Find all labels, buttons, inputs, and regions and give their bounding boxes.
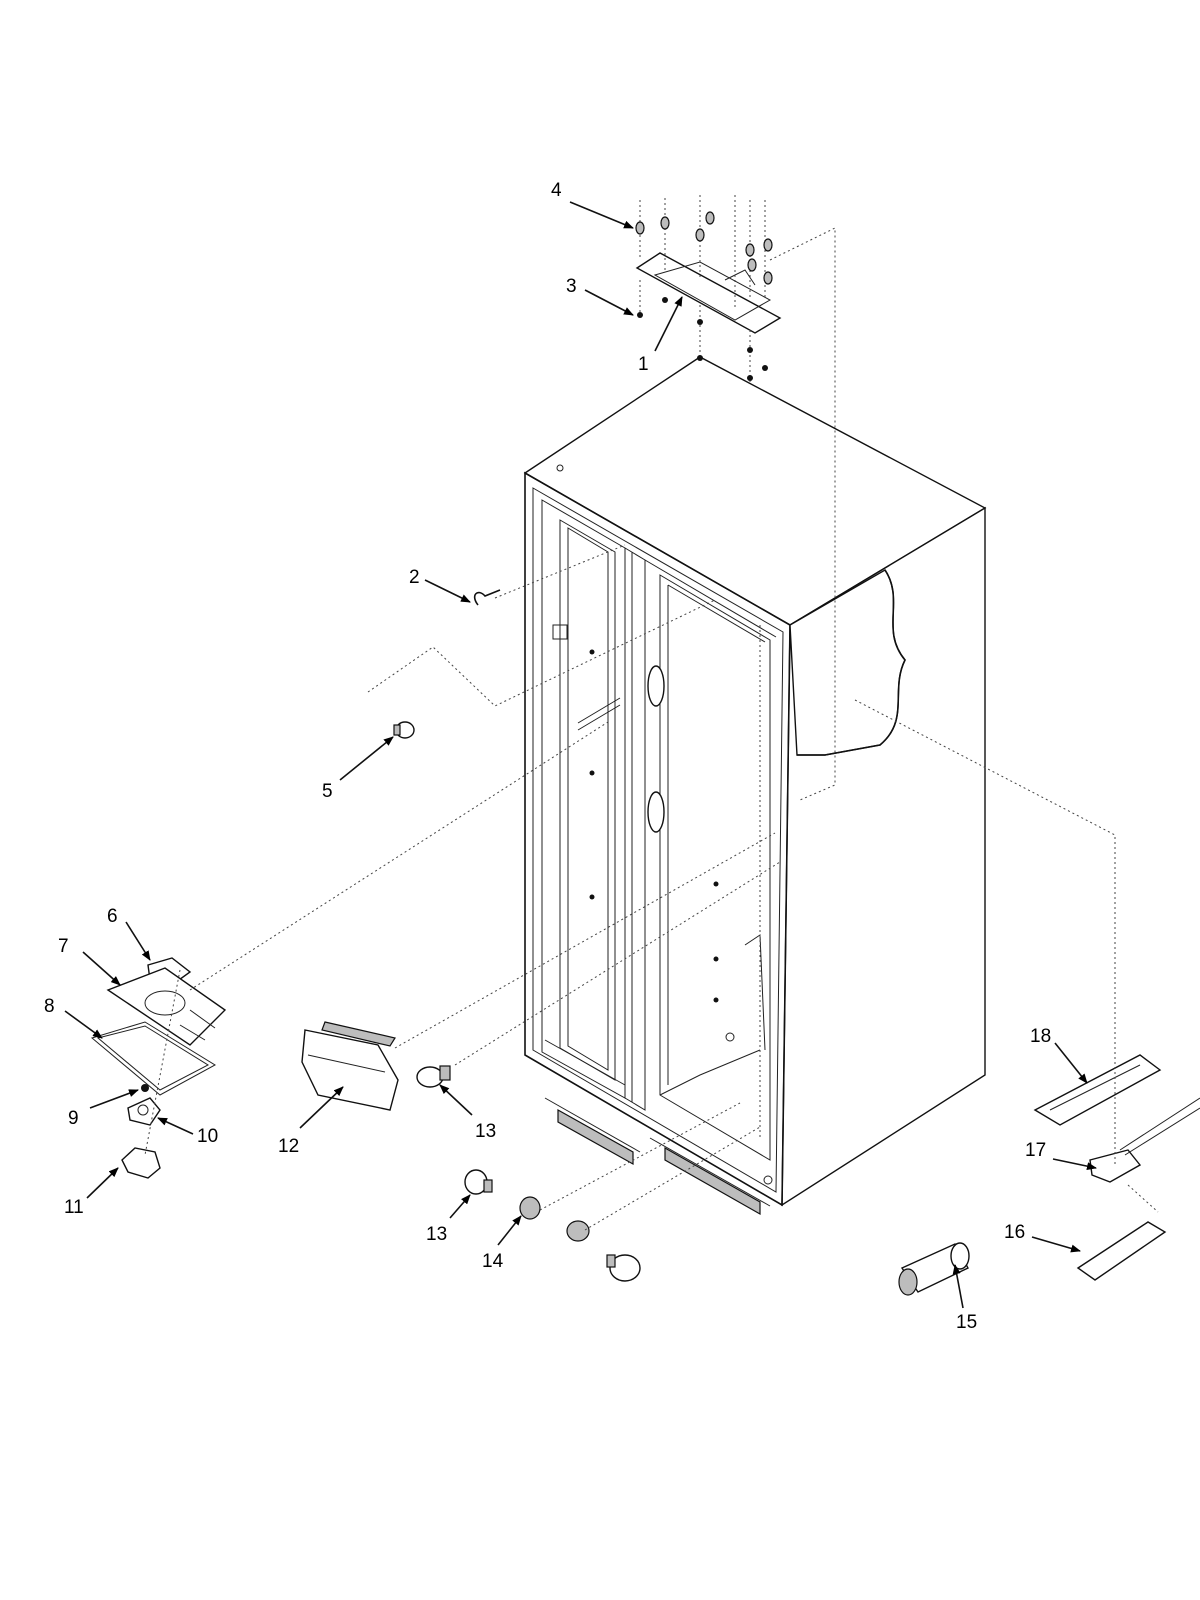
callout-5: 5 <box>322 781 333 802</box>
part-13-bulb-upper <box>416 1065 451 1088</box>
callout-labels: 4 3 1 2 5 6 7 8 9 10 11 12 13 13 14 15 1… <box>44 180 1051 1333</box>
part-3-4-screws <box>635 195 773 385</box>
part-17-valve <box>1089 1097 1200 1183</box>
part-8-gasket <box>90 1021 216 1096</box>
callout-14: 14 <box>482 1251 504 1272</box>
callout-17: 17 <box>1025 1140 1046 1161</box>
callout-2: 2 <box>409 567 420 588</box>
callout-1: 1 <box>638 354 649 375</box>
callout-16: 16 <box>1004 1222 1025 1243</box>
part-2-clip <box>473 589 501 606</box>
callout-arrows <box>64 201 1097 1309</box>
refrigerator-cabinet <box>523 356 987 1216</box>
callout-12: 12 <box>278 1136 299 1157</box>
callout-9: 9 <box>68 1108 79 1129</box>
callout-13-lower: 13 <box>426 1224 447 1245</box>
part-18-housing <box>1033 1054 1162 1126</box>
part-14-socket <box>519 1196 641 1282</box>
part-16-bracket <box>1076 1221 1167 1281</box>
callout-11: 11 <box>64 1197 84 1218</box>
callout-3: 3 <box>566 276 577 297</box>
callout-8: 8 <box>44 996 55 1017</box>
assembly-guides <box>144 227 1159 1231</box>
part-15-water-filter <box>898 1242 970 1296</box>
callout-4: 4 <box>551 180 562 201</box>
part-9-screw <box>141 1084 149 1092</box>
part-12-cover <box>301 1021 399 1111</box>
part-5-bulb <box>393 721 415 739</box>
part-7-light-housing <box>106 967 227 1046</box>
callout-13-upper: 13 <box>475 1121 496 1142</box>
callout-7: 7 <box>58 936 69 957</box>
callout-15: 15 <box>956 1312 977 1333</box>
part-10-switch <box>127 1097 161 1126</box>
part-13-bulb-lower <box>464 1169 493 1195</box>
callout-6: 6 <box>107 906 118 927</box>
part-11-bracket <box>121 1147 161 1179</box>
callout-10: 10 <box>197 1126 218 1147</box>
part-1-top-hinge <box>635 252 782 334</box>
callout-18: 18 <box>1030 1026 1051 1047</box>
